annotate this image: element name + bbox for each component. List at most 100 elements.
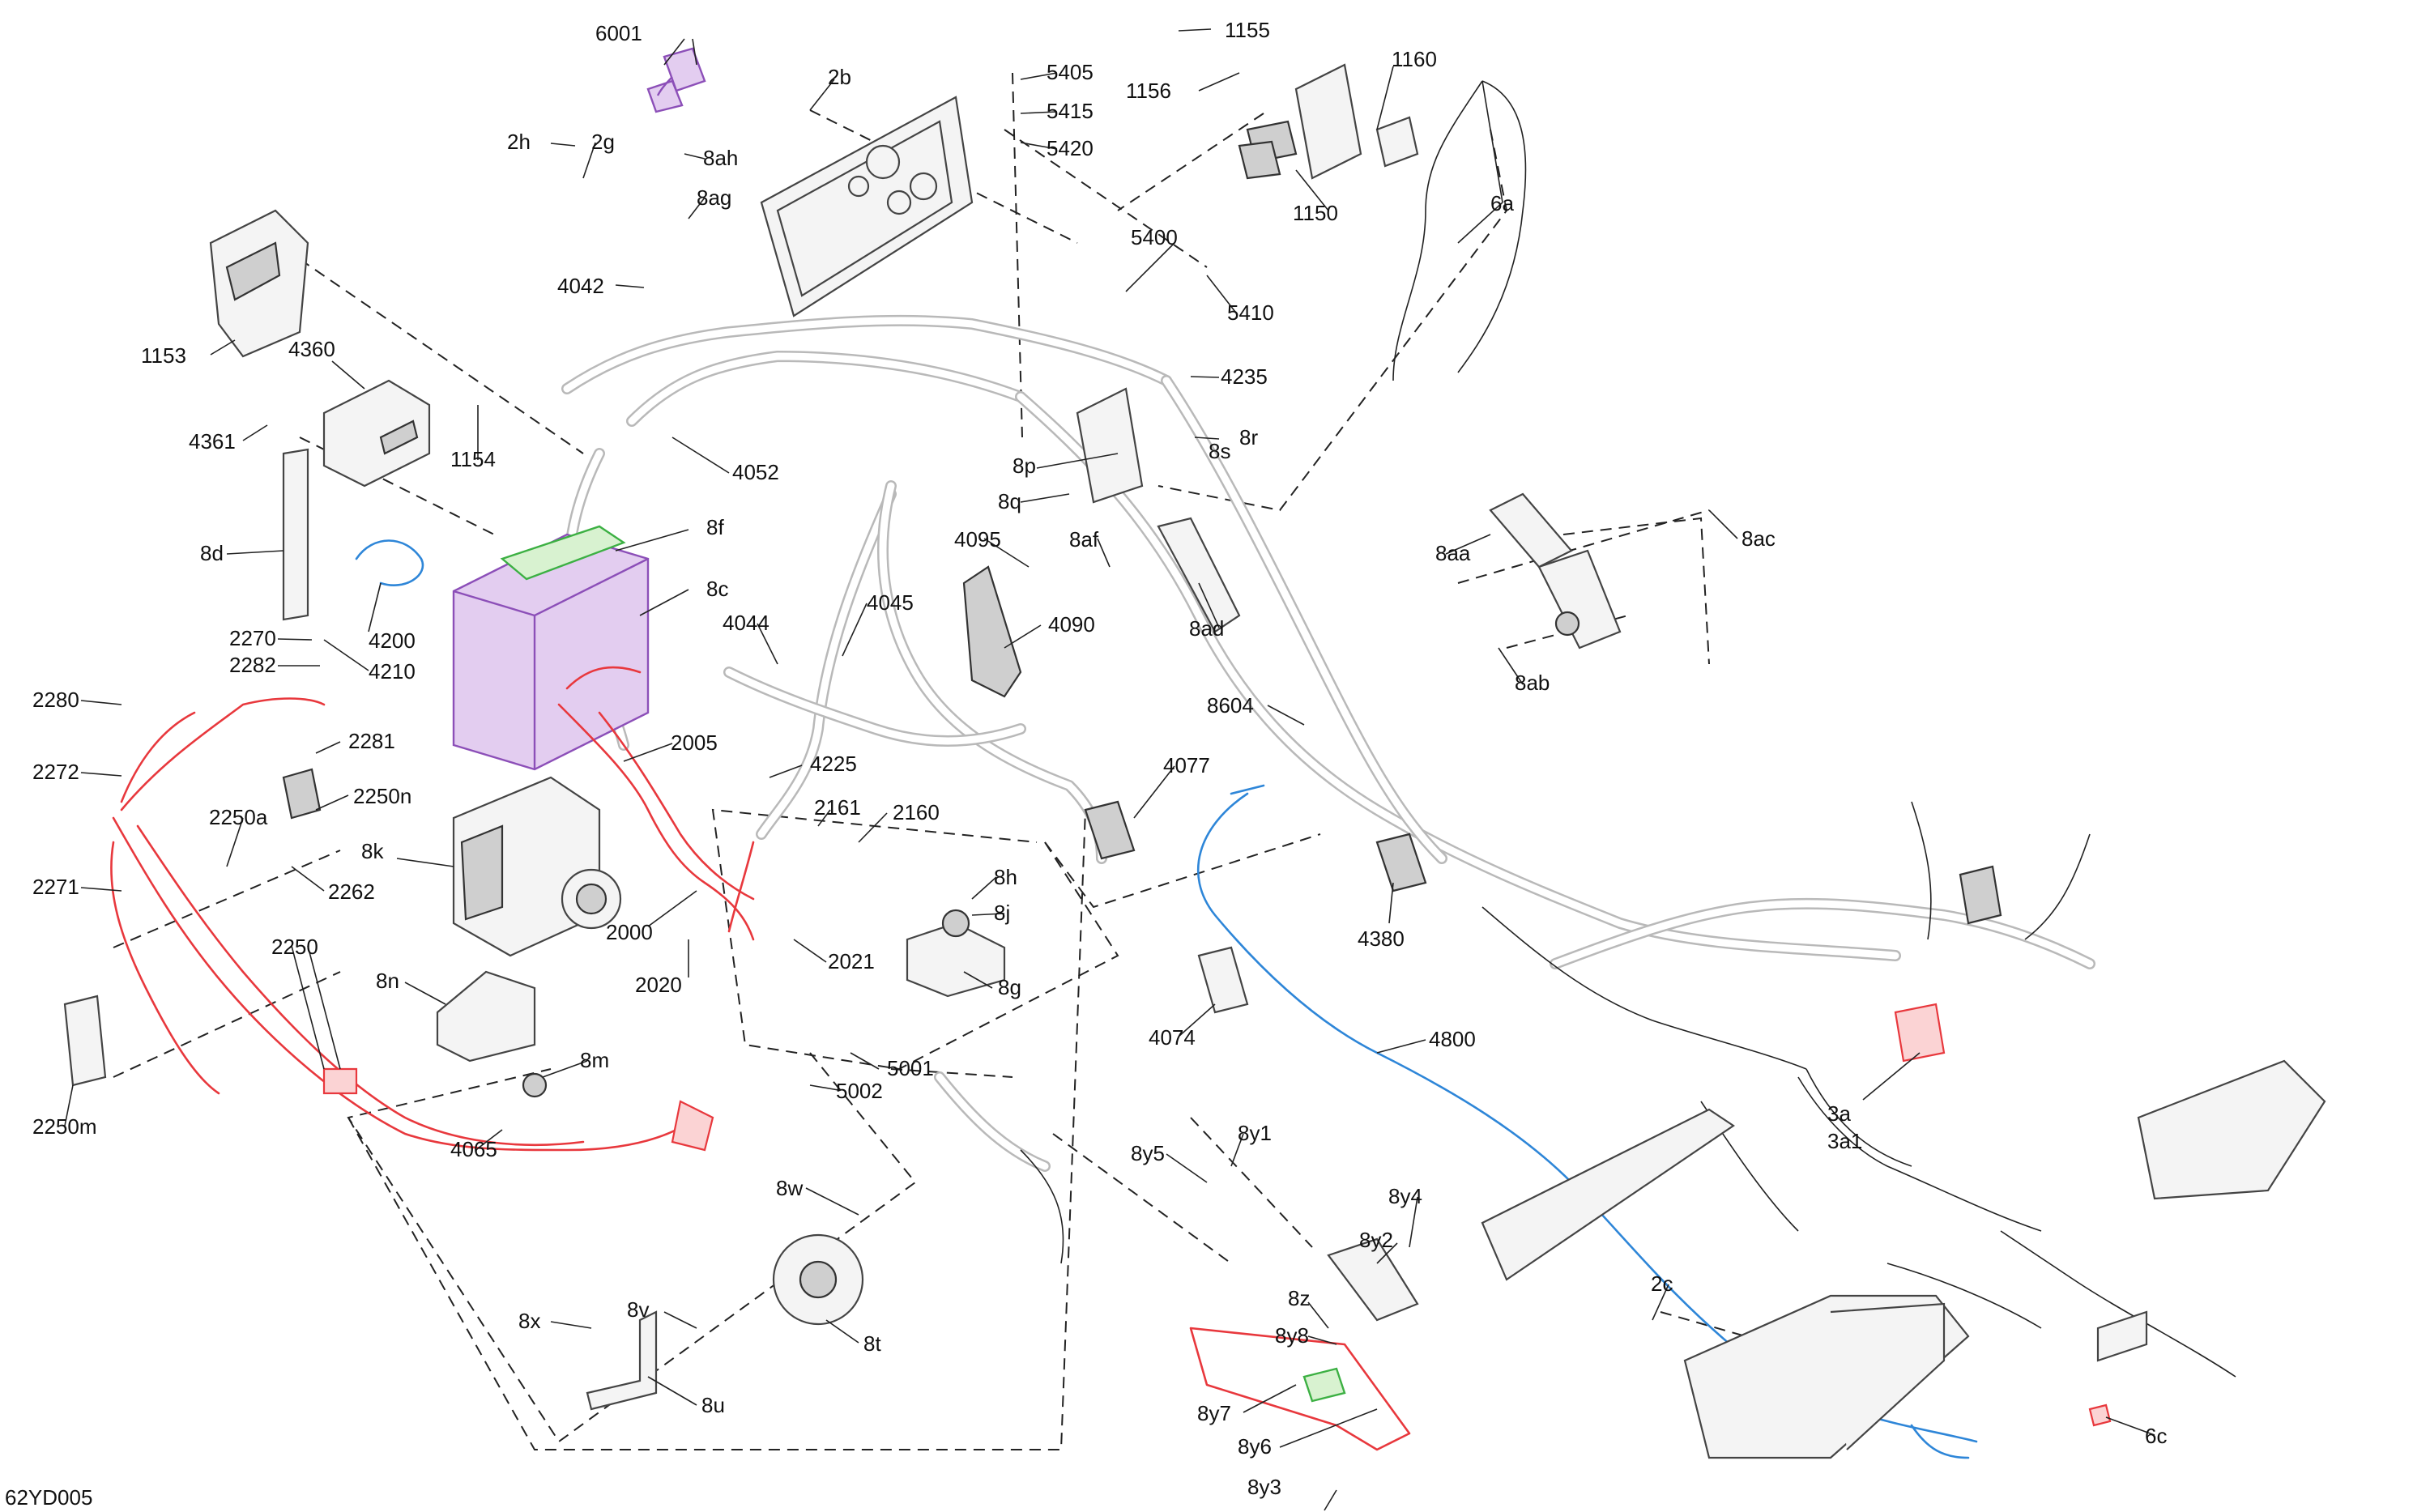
callout-8ag: 8ag bbox=[697, 185, 731, 210]
callout-2270: 2270 bbox=[229, 626, 276, 650]
callout-5405: 5405 bbox=[1047, 60, 1094, 84]
callout-8ab: 8ab bbox=[1515, 671, 1550, 695]
callout-8y3: 8y3 bbox=[1247, 1475, 1281, 1499]
cable-2000 bbox=[557, 703, 755, 941]
callout-1156: 1156 bbox=[1126, 79, 1171, 103]
thin-wires bbox=[1020, 80, 2236, 1378]
grommet-8m bbox=[522, 1072, 548, 1098]
callout-5415: 5415 bbox=[1047, 99, 1094, 123]
clamp-2250n bbox=[282, 768, 322, 820]
motor-8aa bbox=[1489, 492, 1622, 650]
callout-2250n: 2250n bbox=[353, 784, 411, 808]
callout-8p: 8p bbox=[1013, 454, 1036, 478]
bracket-4090 bbox=[962, 565, 1022, 698]
horn-8t bbox=[772, 1233, 864, 1326]
module-right-1 bbox=[1959, 865, 2002, 925]
callout-2020: 2020 bbox=[635, 973, 682, 997]
callout-8ad: 8ad bbox=[1189, 616, 1224, 641]
plate-1160 bbox=[1375, 116, 1419, 168]
callout-labels: 6001 2b 2h 2g 8ah 8ag 1155 1156 1160 115… bbox=[32, 18, 2167, 1499]
callout-6001: 6001 bbox=[595, 21, 642, 45]
cable-end-2250m bbox=[63, 995, 107, 1087]
bracket-4380 bbox=[1375, 833, 1427, 892]
callout-2c: 2c bbox=[1651, 1271, 1673, 1296]
callout-1150: 1150 bbox=[1293, 201, 1338, 225]
callout-8f: 8f bbox=[706, 515, 724, 539]
callout-8ac: 8ac bbox=[1742, 526, 1776, 551]
connector-6c bbox=[2088, 1403, 2112, 1427]
callout-2271: 2271 bbox=[32, 875, 79, 899]
callout-2160: 2160 bbox=[893, 800, 940, 824]
callout-8w: 8w bbox=[776, 1176, 803, 1200]
callout-4225: 4225 bbox=[810, 752, 857, 776]
cable-2005 bbox=[565, 666, 642, 690]
relay-3a bbox=[1894, 1003, 1946, 1063]
callout-2005: 2005 bbox=[671, 730, 718, 755]
callout-8r: 8r bbox=[1239, 425, 1258, 449]
plate-8y7 bbox=[1302, 1367, 1346, 1403]
callout-4090: 4090 bbox=[1048, 612, 1095, 637]
callout-4360: 4360 bbox=[288, 337, 335, 361]
bracket-8n bbox=[436, 970, 536, 1063]
callout-5001: 5001 bbox=[887, 1056, 934, 1080]
callout-2250a: 2250a bbox=[209, 805, 268, 829]
callout-8y2: 8y2 bbox=[1359, 1228, 1393, 1252]
callout-4095: 4095 bbox=[954, 527, 1001, 552]
callout-8x: 8x bbox=[518, 1309, 540, 1333]
callout-2000: 2000 bbox=[606, 920, 653, 944]
figure-code: 62YD005 bbox=[5, 1485, 92, 1510]
bracket-8u bbox=[586, 1310, 658, 1411]
callout-3a: 3a bbox=[1827, 1101, 1851, 1126]
callout-4065: 4065 bbox=[450, 1137, 497, 1161]
callout-8ah: 8ah bbox=[703, 146, 738, 170]
callout-4380: 4380 bbox=[1358, 926, 1405, 951]
callout-4052: 4052 bbox=[732, 460, 779, 484]
callout-8m: 8m bbox=[580, 1048, 609, 1072]
callout-8aa: 8aa bbox=[1435, 541, 1471, 565]
callout-8g: 8g bbox=[998, 975, 1021, 999]
callout-1153: 1153 bbox=[141, 343, 186, 368]
callout-4200: 4200 bbox=[369, 628, 416, 653]
callout-1160: 1160 bbox=[1392, 47, 1437, 71]
fuse-box-1153 bbox=[209, 209, 309, 358]
callout-4361: 4361 bbox=[189, 429, 236, 454]
strap-8f bbox=[500, 525, 626, 581]
callout-leaders bbox=[64, 28, 2155, 1511]
module-8p bbox=[1076, 387, 1144, 504]
callout-6a: 6a bbox=[1490, 191, 1514, 215]
callout-2272: 2272 bbox=[32, 760, 79, 784]
callout-8y5: 8y5 bbox=[1131, 1141, 1165, 1165]
bracket-8d bbox=[282, 448, 309, 621]
callout-3a1: 3a1 bbox=[1827, 1129, 1862, 1153]
callout-8c: 8c bbox=[706, 577, 728, 601]
callout-2b: 2b bbox=[828, 65, 851, 89]
solenoid-8g bbox=[906, 909, 1006, 998]
callout-4235: 4235 bbox=[1221, 364, 1268, 389]
callout-8u: 8u bbox=[701, 1393, 725, 1417]
callout-8d: 8d bbox=[200, 541, 224, 565]
callout-2250m: 2250m bbox=[32, 1114, 97, 1139]
callout-2281: 2281 bbox=[348, 729, 395, 753]
callout-8j: 8j bbox=[994, 901, 1010, 925]
callout-2262: 2262 bbox=[328, 880, 375, 904]
callout-4044: 4044 bbox=[723, 611, 770, 635]
callout-4045: 4045 bbox=[867, 590, 914, 615]
callout-8q: 8q bbox=[998, 489, 1021, 513]
callout-2161: 2161 bbox=[814, 795, 861, 820]
callout-1155: 1155 bbox=[1225, 18, 1270, 42]
callout-8604: 8604 bbox=[1207, 693, 1254, 718]
callout-8z: 8z bbox=[1288, 1286, 1310, 1310]
callout-8h: 8h bbox=[994, 865, 1017, 889]
callout-1154: 1154 bbox=[450, 447, 496, 471]
callout-8y6: 8y6 bbox=[1238, 1434, 1272, 1459]
callout-5410: 5410 bbox=[1227, 300, 1274, 325]
callout-8t: 8t bbox=[863, 1331, 881, 1356]
bracket-1150 bbox=[1238, 63, 1362, 180]
callout-5420: 5420 bbox=[1047, 136, 1094, 160]
callout-5002: 5002 bbox=[836, 1079, 883, 1103]
callout-4210: 4210 bbox=[369, 659, 416, 684]
callout-4042: 4042 bbox=[557, 274, 604, 298]
main-wiring-harness bbox=[561, 314, 2095, 1172]
panel-2c bbox=[1481, 1108, 1735, 1281]
connector-4077 bbox=[1084, 800, 1136, 860]
